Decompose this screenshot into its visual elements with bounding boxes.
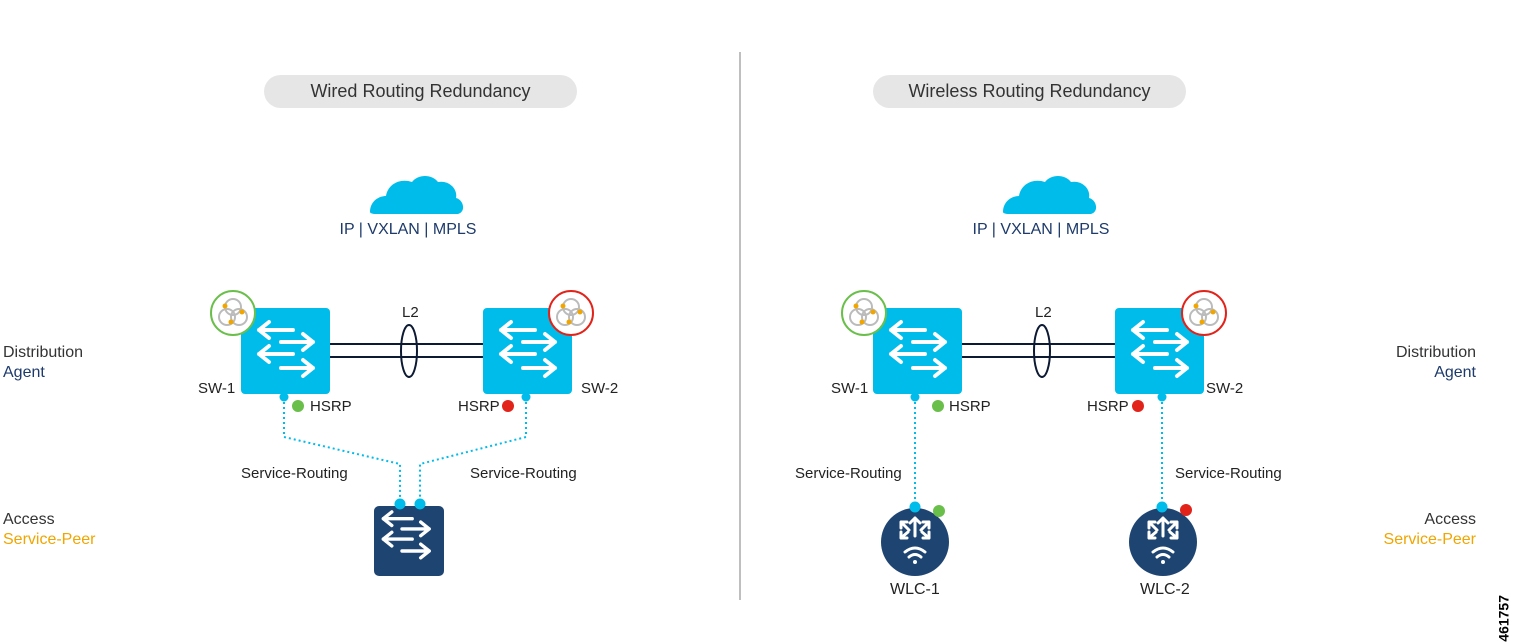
- right-distribution-label: Distribution: [1395, 344, 1476, 361]
- wlc2-standby-dot: [1180, 504, 1192, 516]
- right-service-routing-links: [914, 397, 1163, 506]
- wired-section-title: Wired Routing Redundancy: [264, 75, 577, 108]
- left-hsrp1-label: HSRP: [310, 398, 352, 415]
- left-service-peer-label: Service-Peer: [3, 531, 96, 548]
- right-hsrp-active-dot: [932, 400, 944, 412]
- left-sw2-label: SW-2: [581, 380, 619, 397]
- right-agent-label: Agent: [1434, 364, 1476, 381]
- wireless-section-title: Wireless Routing Redundancy: [873, 75, 1186, 108]
- wlc1-label: WLC-1: [890, 581, 940, 598]
- left-service2-label: Service-Routing: [470, 465, 577, 482]
- wlc2-label: WLC-2: [1140, 581, 1190, 598]
- right-service2-label: Service-Routing: [1175, 465, 1282, 482]
- left-access-switch-icon: [374, 506, 444, 576]
- left-l2-label: L2: [402, 304, 419, 321]
- right-hsrp2-label: HSRP: [1087, 398, 1129, 415]
- left-transport-label: IP | VXLAN | MPLS: [339, 221, 477, 238]
- left-l2-link: [330, 324, 484, 378]
- right-l2-label: L2: [1035, 304, 1052, 321]
- right-hsrp-standby-dot: [1132, 400, 1144, 412]
- right-service-peer-label: Service-Peer: [1383, 531, 1476, 548]
- left-agent-label: Agent: [3, 364, 45, 381]
- right-cloud-icon: [1003, 176, 1097, 214]
- wlc1-active-dot: [933, 505, 945, 517]
- right-sw2-agent-badge-icon: [1181, 290, 1227, 336]
- left-cloud-icon: [370, 176, 464, 214]
- left-sw1-label: SW-1: [198, 380, 236, 397]
- right-sw1-label: SW-1: [831, 380, 869, 397]
- wlc2-controller-icon: [1129, 508, 1197, 576]
- left-sw1-switch-icon: [241, 308, 330, 394]
- right-transport-label: IP | VXLAN | MPLS: [972, 221, 1110, 238]
- left-hsrp-standby-dot: [502, 400, 514, 412]
- left-distribution-label: Distribution: [3, 344, 84, 361]
- right-l2-link: [962, 324, 1116, 378]
- right-sw1-switch-icon: [873, 308, 962, 394]
- right-service1-label: Service-Routing: [795, 465, 902, 482]
- left-hsrp-active-dot: [292, 400, 304, 412]
- left-access-label: Access: [3, 511, 55, 528]
- right-sw2-switch-icon: [1115, 308, 1204, 394]
- right-access-label: Access: [1424, 511, 1476, 528]
- left-hsrp2-label: HSRP: [458, 398, 500, 415]
- right-sw2-label: SW-2: [1206, 380, 1244, 397]
- left-sw2-agent-badge-icon: [548, 290, 594, 336]
- left-service1-label: Service-Routing: [241, 465, 348, 482]
- left-sw1-agent-badge-icon: [210, 290, 256, 336]
- left-service-routing-links: [283, 397, 527, 503]
- right-sw1-agent-badge-icon: [841, 290, 887, 336]
- figure-number: 461757: [1496, 595, 1512, 642]
- right-hsrp1-label: HSRP: [949, 398, 991, 415]
- left-sw2-switch-icon: [483, 308, 572, 394]
- wlc1-controller-icon: [881, 508, 949, 576]
